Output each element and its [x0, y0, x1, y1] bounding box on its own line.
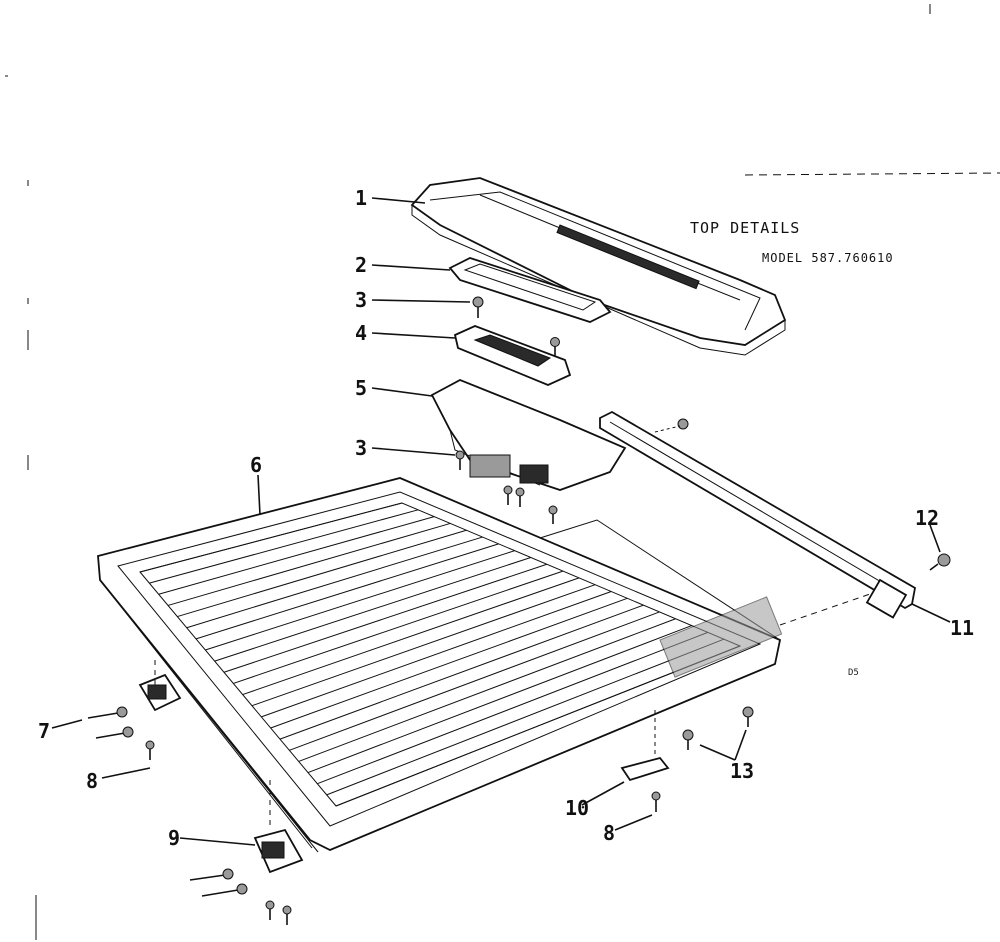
callout-9: 9 — [168, 826, 180, 850]
tray-rib — [177, 529, 467, 618]
corner-mark: D5 — [848, 668, 859, 678]
title-block: TOP DETAILS MODEL 587.760610 D5 — [690, 219, 894, 678]
tray-rib — [186, 536, 483, 629]
tray-rib — [195, 543, 499, 640]
screw-small-upper — [550, 337, 560, 356]
tray-rib — [205, 550, 515, 651]
callout-13: 13 — [730, 759, 754, 783]
callout-8-left: 8 — [86, 769, 98, 793]
tray-rib — [307, 625, 692, 774]
leader-lines — [51, 197, 951, 846]
tray-rib — [289, 611, 660, 751]
callout-labels: 1 2 3 4 5 3 6 7 8 9 10 8 11 12 13 — [38, 186, 974, 850]
part-6-main-top-tray — [97, 477, 783, 853]
part-13-screws — [682, 706, 754, 750]
tray-rib — [149, 509, 419, 584]
callout-4: 4 — [355, 321, 367, 345]
part-9-hinge-bracket — [189, 828, 304, 925]
tray-rib — [223, 563, 548, 673]
tray-rib — [158, 516, 435, 595]
diagram-title: TOP DETAILS — [690, 219, 800, 237]
scan-artifacts — [5, 4, 1000, 940]
callout-7: 7 — [38, 719, 50, 743]
part-10-clip — [620, 710, 670, 812]
tray-rib — [251, 584, 596, 707]
callout-11: 11 — [950, 616, 974, 640]
callout-8-right: 8 — [603, 821, 615, 845]
tray-rib — [326, 638, 725, 796]
tray-rib — [270, 597, 628, 729]
housing-screws — [455, 450, 558, 524]
tray-rib — [233, 570, 564, 684]
callout-1: 1 — [355, 186, 367, 210]
tray-rib — [167, 522, 451, 606]
tray-ribs — [139, 502, 741, 807]
callout-5: 5 — [355, 376, 367, 400]
tray-rib — [139, 502, 403, 573]
callout-10: 10 — [565, 796, 589, 820]
part-5-control-housing — [430, 379, 627, 491]
model-number: MODEL 587.760610 — [762, 251, 894, 265]
part-7-hinge-bracket — [87, 673, 182, 760]
tray-rib — [214, 557, 531, 662]
part-3-screw-upper — [472, 296, 484, 318]
tray-rib — [261, 591, 612, 718]
callout-12: 12 — [915, 506, 939, 530]
tray-rib — [317, 631, 708, 785]
callout-6: 6 — [250, 453, 262, 477]
part-1-top-cover — [410, 177, 787, 356]
tray-rib — [298, 618, 676, 762]
part-4-nameplate — [453, 325, 572, 386]
part-12-screw — [929, 553, 951, 571]
callout-2: 2 — [355, 253, 367, 277]
callout-3-upper: 3 — [355, 288, 367, 312]
part-2-gasket — [448, 257, 612, 323]
part-11-rear-rail — [599, 410, 917, 619]
callout-3-lower: 3 — [355, 436, 367, 460]
tray-rib — [242, 577, 580, 696]
tray-rib — [279, 604, 644, 740]
